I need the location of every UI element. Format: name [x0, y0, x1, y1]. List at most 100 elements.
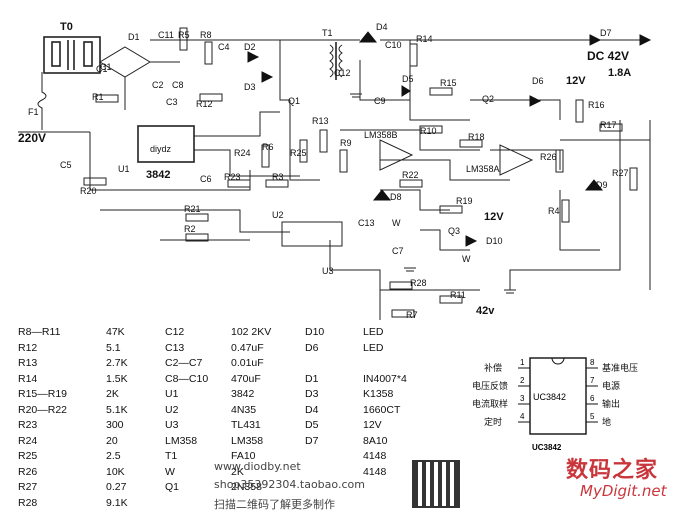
output-voltage-label: DC 42V [587, 49, 629, 63]
svg-text:LM358B: LM358B [364, 130, 398, 140]
t1-label: T1 [322, 28, 333, 38]
ic-name: UC3842 [533, 392, 566, 402]
svg-text:D8: D8 [390, 192, 402, 202]
svg-text:R2: R2 [184, 224, 196, 234]
svg-text:R23: R23 [224, 172, 241, 182]
resistors [83, 27, 638, 318]
svg-text:2: 2 [520, 376, 525, 385]
watermark-site-en: MyDigit.net [580, 482, 667, 500]
f1-label: F1 [28, 107, 39, 117]
svg-text:R6: R6 [262, 142, 274, 152]
svg-text:R27: R27 [612, 168, 629, 178]
output-current-label: 1.8A [608, 67, 631, 79]
svg-text:D5: D5 [402, 74, 414, 84]
pin-label: 补偿 [484, 363, 503, 373]
input-voltage-label: 220V [18, 131, 46, 145]
u1-label: U1 [118, 164, 130, 174]
pin-label: 电源 [602, 381, 621, 391]
u3-label: U3 [322, 266, 334, 276]
svg-text:Q3: Q3 [448, 226, 460, 236]
svg-text:R18: R18 [468, 132, 485, 142]
svg-text:LM358A: LM358A [466, 164, 500, 174]
ic-marking: diydz [150, 144, 172, 154]
svg-text:D10: D10 [486, 236, 503, 246]
svg-text:D7: D7 [600, 28, 612, 38]
svg-text:R1: R1 [92, 92, 104, 102]
svg-text:C9: C9 [374, 96, 386, 106]
u1-part: 3842 [146, 169, 170, 181]
diodes [247, 31, 604, 247]
input-transformer-t0: T0 [43, 21, 101, 74]
svg-text:C4: C4 [218, 42, 230, 52]
bridge-rectifier-d1: D1 C1 [96, 32, 180, 110]
svg-text:R7: R7 [406, 310, 418, 320]
opamp-a: LM358A [466, 144, 534, 176]
opamp-b: LM358B [364, 130, 414, 171]
svg-text:D9: D9 [596, 180, 608, 190]
svg-text:R11: R11 [450, 290, 466, 300]
svg-text:R20: R20 [80, 186, 97, 196]
svg-text:D4: D4 [376, 22, 388, 32]
svg-text:R3: R3 [272, 172, 284, 182]
svg-text:D2: D2 [244, 42, 256, 52]
svg-text:R5: R5 [178, 30, 190, 40]
qr-code-icon [412, 460, 460, 508]
svg-text:R12: R12 [196, 99, 213, 109]
optocoupler-u2: U2 [272, 210, 343, 247]
svg-text:R25: R25 [290, 148, 307, 158]
svg-text:R13: R13 [312, 116, 329, 126]
aux-voltage-label: 12V [566, 75, 586, 87]
wiring [89, 40, 651, 320]
svg-text:R9: R9 [340, 138, 352, 148]
svg-text:4: 4 [520, 412, 525, 421]
svg-text:R26: R26 [540, 152, 557, 162]
svg-text:R19: R19 [456, 196, 473, 206]
svg-text:C3: C3 [166, 97, 178, 107]
pot-label: W [392, 218, 401, 228]
svg-text:C6: C6 [200, 174, 212, 184]
pin-label: 电流取样 [472, 399, 509, 409]
svg-text:6: 6 [590, 394, 595, 403]
svg-text:C7: C7 [392, 246, 404, 256]
svg-text:C10: C10 [385, 40, 402, 50]
svg-text:R4: R4 [548, 206, 560, 216]
svg-text:R8: R8 [200, 30, 212, 40]
ic-pinout-diagram: UC3842 1 2 3 4 8 7 6 5 UC3842 补偿 电压反馈 电流… [472, 350, 642, 500]
output-arrow [639, 34, 652, 46]
main-transformer-t1: T1 [322, 28, 343, 80]
t0-label: T0 [60, 21, 73, 33]
svg-text:C11: C11 [158, 30, 174, 40]
svg-text:C2: C2 [152, 80, 164, 90]
svg-text:7: 7 [590, 376, 595, 385]
d1-label: D1 [128, 32, 140, 42]
pin-label: 基准电压 [602, 363, 639, 373]
ref-42v-label: 42v [476, 305, 495, 317]
svg-text:R10: R10 [420, 126, 437, 136]
watermark-scan-text: 扫描二维码了解更多制作 [214, 498, 335, 511]
svg-text:3: 3 [520, 394, 525, 403]
svg-text:R22: R22 [402, 170, 419, 180]
svg-text:C1: C1 [96, 64, 108, 74]
ic-pinout-svg: UC3842 1 2 3 4 8 7 6 5 UC3842 [518, 357, 598, 452]
ground-symbols [350, 93, 516, 294]
svg-text:R28: R28 [410, 278, 427, 288]
svg-text:Q2: Q2 [482, 94, 494, 104]
pin-label: 输出 [602, 399, 621, 409]
pin-label: 定时 [484, 417, 503, 427]
svg-text:R17: R17 [600, 120, 617, 130]
svg-text:5: 5 [590, 412, 595, 421]
svg-text:C12: C12 [334, 68, 351, 78]
svg-text:C1: C1 [100, 62, 112, 72]
watermark-site-cn: 数码之家 [566, 458, 659, 483]
ic-caption: UC3842 [532, 443, 562, 452]
svg-text:D6: D6 [532, 76, 544, 86]
ref-12v-label: 12V [484, 211, 504, 223]
svg-text:R21: R21 [184, 204, 201, 214]
svg-text:Q1: Q1 [288, 96, 300, 106]
svg-text:1: 1 [520, 358, 525, 367]
svg-text:R14: R14 [416, 34, 433, 44]
watermark-taobao: shop35392304.taobao.com [214, 478, 365, 491]
